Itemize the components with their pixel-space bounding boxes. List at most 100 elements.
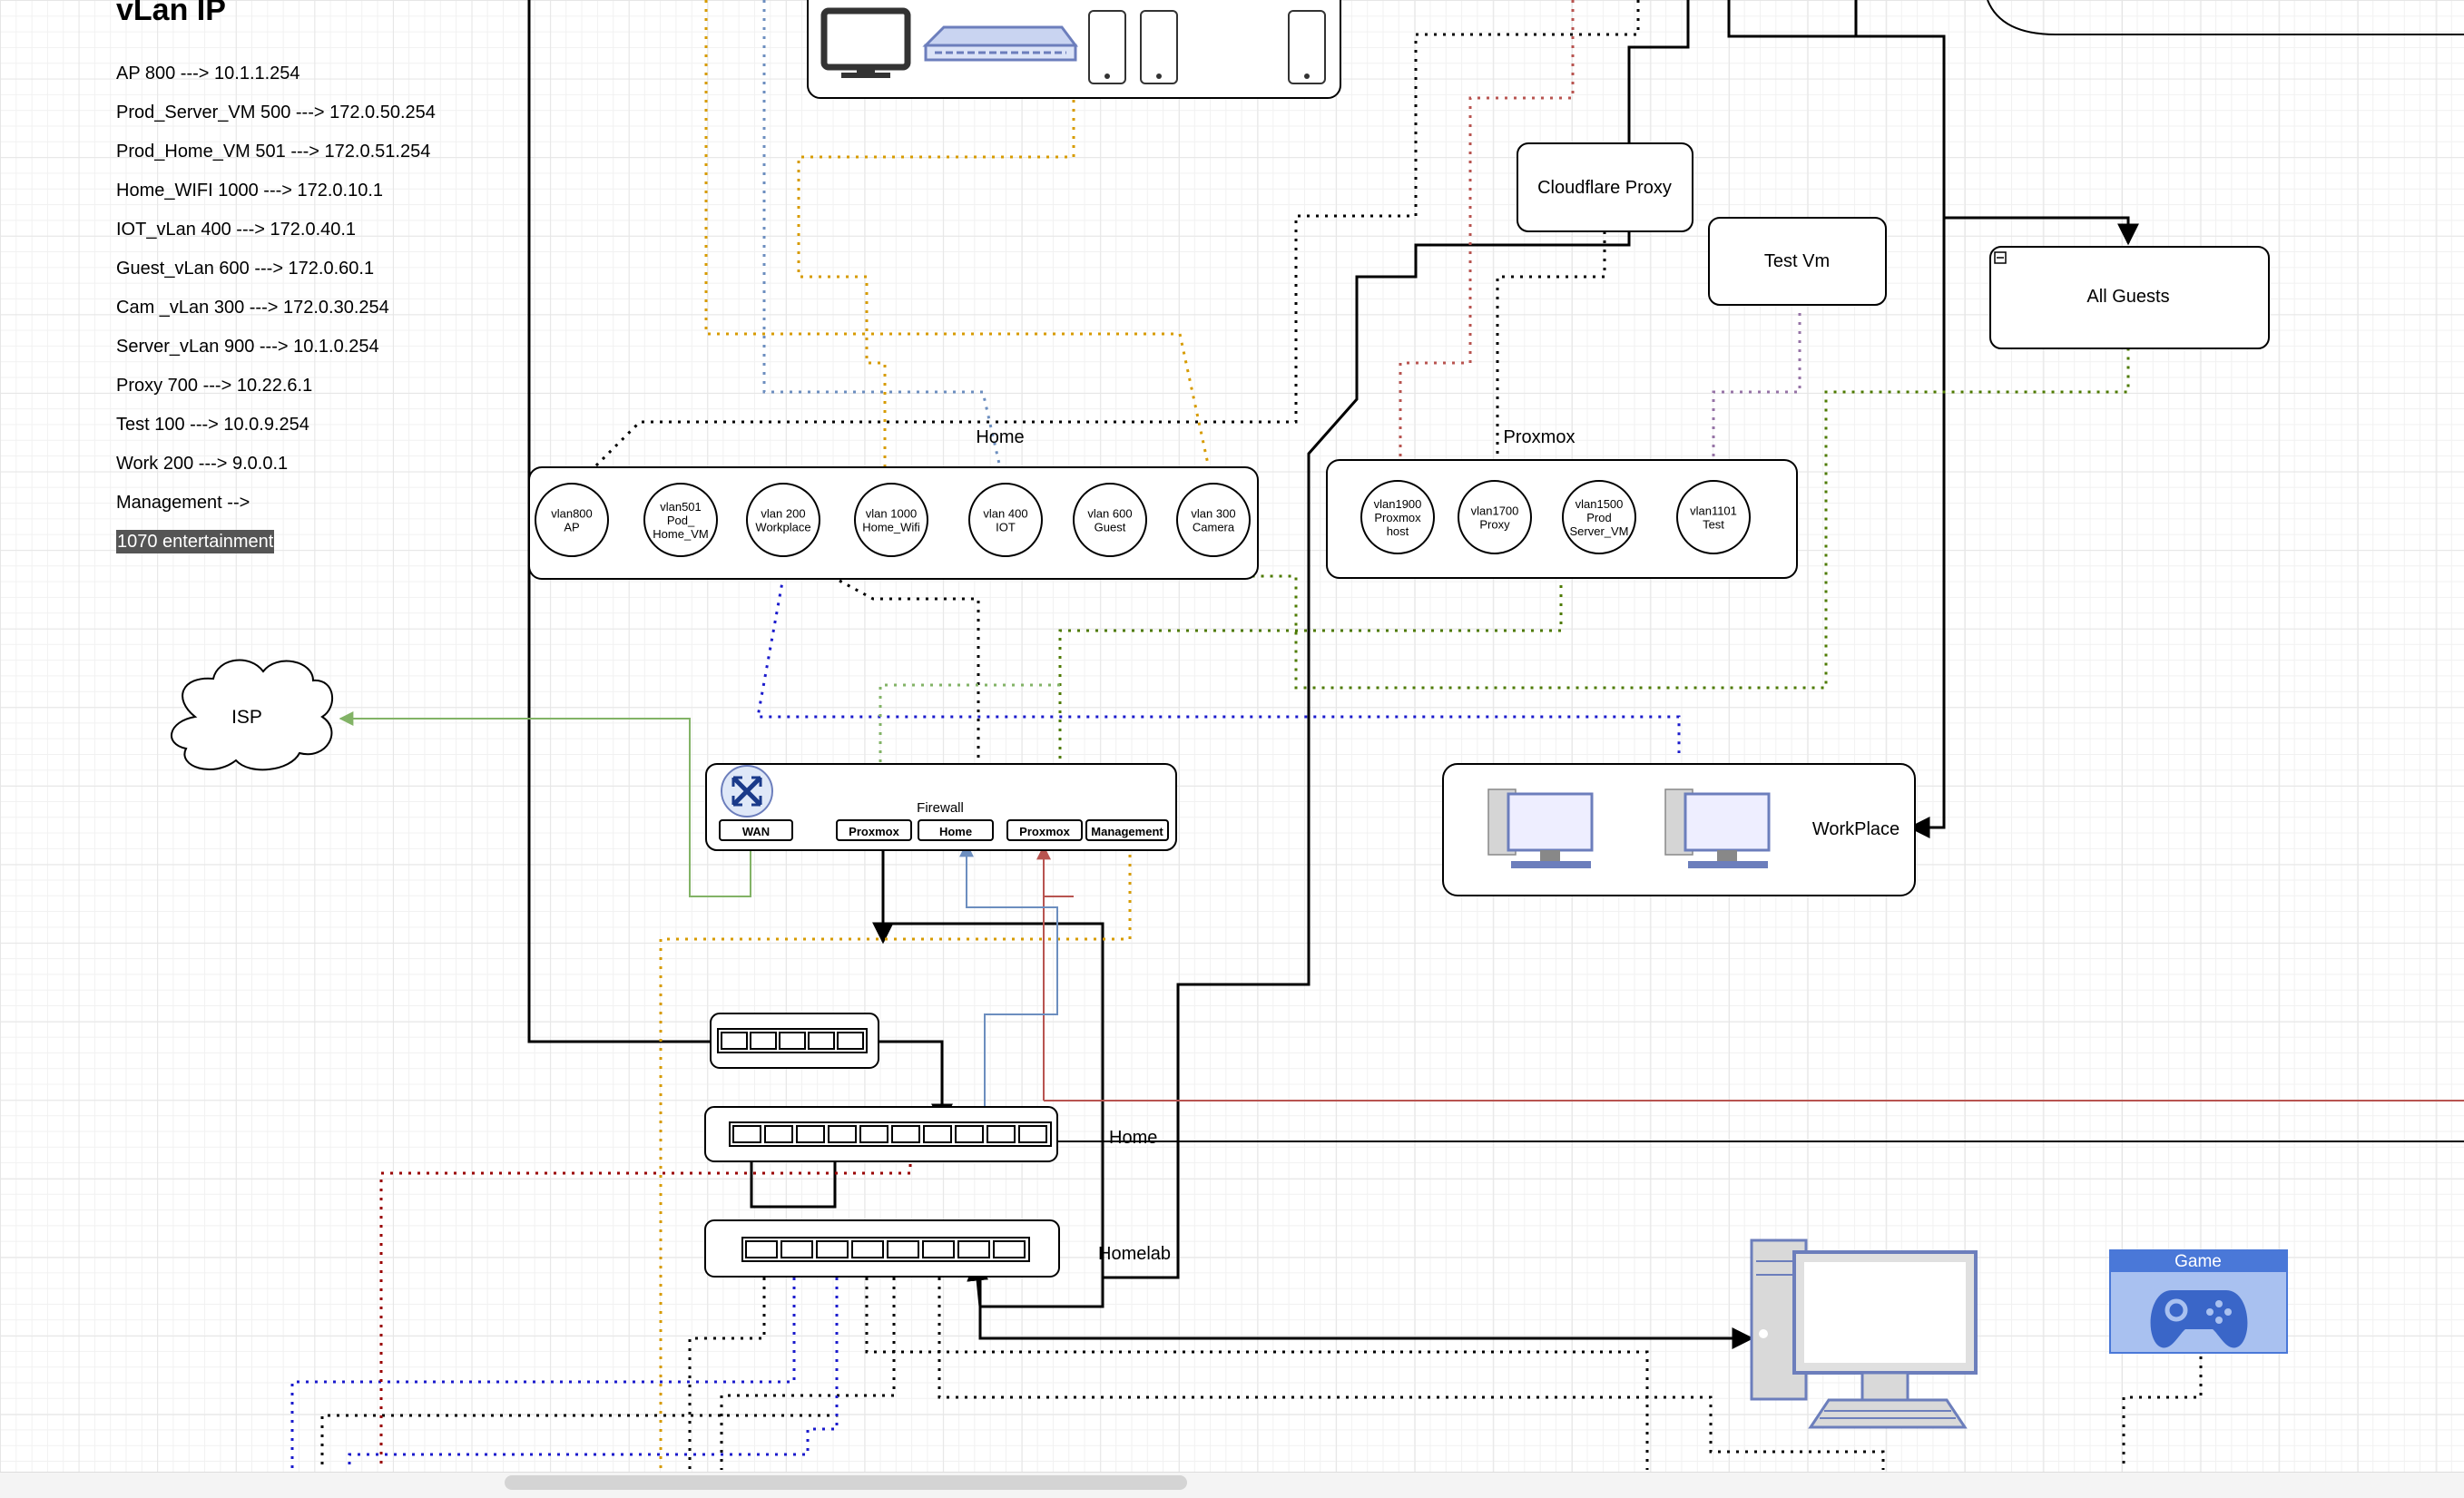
homelab-switch[interactable] bbox=[704, 1219, 1060, 1278]
proxmox-vlan-circle-text: Proxmox bbox=[1374, 511, 1421, 524]
workplace-label: WorkPlace bbox=[1812, 819, 1900, 839]
switch-port[interactable] bbox=[987, 1125, 1016, 1143]
connector-dotted-orange-management bbox=[659, 846, 1132, 1470]
test-vm-box[interactable]: Test Vm bbox=[1708, 217, 1887, 306]
home-vlan-circle-text: vlan 400 bbox=[983, 507, 1027, 521]
connector-dotted-black-game bbox=[2122, 1356, 2203, 1470]
horizontal-scrollbar-thumb[interactable] bbox=[505, 1475, 1187, 1490]
proxmox-vlan-circle-text: Server_VM bbox=[1569, 524, 1628, 538]
proxmox-vlan-circle-text: vlan1900 bbox=[1374, 497, 1422, 511]
home-vlan-circle-text: vlan 200 bbox=[761, 507, 805, 521]
firewall-port[interactable]: Management bbox=[1085, 819, 1169, 841]
cloudflare-proxy-box[interactable]: Cloudflare Proxy bbox=[1517, 142, 1693, 232]
switch-port[interactable] bbox=[764, 1125, 793, 1143]
proxmox-vlan-circle-text: vlan1700 bbox=[1471, 504, 1519, 518]
switch-port[interactable] bbox=[887, 1240, 919, 1258]
connector-top-switch-to-home-switch bbox=[876, 1040, 953, 1126]
desktop-pc-icon[interactable] bbox=[1750, 1239, 1978, 1429]
cloudflare-proxy-label: Cloudflare Proxy bbox=[1537, 178, 1672, 198]
switch-port[interactable] bbox=[828, 1125, 857, 1143]
connector-dotted-red-top bbox=[1399, 0, 1575, 463]
switch-port[interactable] bbox=[732, 1125, 761, 1143]
switch-port[interactable] bbox=[923, 1125, 952, 1143]
connector-dotted-orange-a bbox=[797, 100, 1075, 490]
connector-dotted-purple-test bbox=[1712, 313, 1801, 458]
switch-port[interactable] bbox=[796, 1125, 825, 1143]
firewall-port[interactable]: WAN bbox=[719, 819, 793, 841]
connector-dotted-black-home bbox=[839, 579, 980, 827]
firewall-port-label: Management bbox=[1091, 825, 1163, 838]
switch-port[interactable] bbox=[779, 1032, 806, 1050]
switch-port[interactable] bbox=[1018, 1125, 1047, 1143]
switch-port[interactable] bbox=[955, 1125, 984, 1143]
switch-port[interactable] bbox=[891, 1125, 920, 1143]
switch-port[interactable] bbox=[816, 1240, 849, 1258]
connector-dotted-black-bottom-e bbox=[937, 1268, 1885, 1470]
switch-port[interactable] bbox=[957, 1240, 990, 1258]
switch-port[interactable] bbox=[922, 1240, 955, 1258]
home-group-label: Home bbox=[976, 427, 1024, 447]
connector-dotted-periwinkle-top bbox=[762, 0, 1003, 473]
home-vlan-circle-text: vlan 600 bbox=[1087, 507, 1132, 521]
connector-red-proxmox-port bbox=[1043, 896, 1074, 1101]
phone-icon-3 bbox=[1288, 10, 1326, 84]
vlan-ip-entry: Work 200 ---> 9.0.0.1 bbox=[116, 454, 289, 474]
connector-dotted-black-bottom-b bbox=[320, 1268, 839, 1470]
switch-port[interactable] bbox=[808, 1032, 835, 1050]
isp-cloud[interactable]: ISP bbox=[171, 659, 334, 771]
home-switch[interactable] bbox=[704, 1106, 1058, 1162]
connector-to-all-guests bbox=[1944, 216, 2139, 246]
connector-top-right-bracket bbox=[1727, 0, 1856, 38]
firewall-port-label: Proxmox bbox=[849, 825, 899, 838]
switch-port[interactable] bbox=[780, 1240, 813, 1258]
vlan-ip-entry: AP 800 ---> 10.1.1.254 bbox=[116, 64, 300, 83]
switch-port[interactable] bbox=[859, 1125, 888, 1143]
switch-port[interactable] bbox=[745, 1240, 778, 1258]
firewall-port[interactable]: Home bbox=[918, 819, 994, 841]
connector-dotted-black-bottom-c bbox=[865, 1268, 1649, 1470]
firewall-port[interactable]: Proxmox bbox=[836, 819, 912, 841]
home-vlan-circle-text: Home_Wifi bbox=[862, 521, 920, 534]
vlan-ip-entry: Prod_Server_VM 500 ---> 172.0.50.254 bbox=[116, 103, 436, 122]
connector-dotted-blue-workplace bbox=[756, 566, 1681, 753]
proxmox-vlan-circle-text: Test bbox=[1703, 518, 1724, 532]
firewall-port[interactable]: Proxmox bbox=[1006, 819, 1083, 841]
connector-dotted-black-cloudflare bbox=[1496, 231, 1606, 458]
switch-port[interactable] bbox=[837, 1032, 864, 1050]
switch-port[interactable] bbox=[721, 1032, 748, 1050]
workplace-box[interactable]: WorkPlace bbox=[1442, 763, 1916, 896]
horizontal-scrollbar-track[interactable] bbox=[0, 1472, 2464, 1498]
server-rack-icon bbox=[922, 25, 1078, 62]
switch-port[interactable] bbox=[993, 1240, 1026, 1258]
connector-dotted-blue-b bbox=[290, 1268, 796, 1470]
game-console-box[interactable]: Game bbox=[2109, 1249, 2288, 1354]
legend-title: vLan IP bbox=[116, 0, 226, 27]
connector-home-switch-to-pc bbox=[978, 1270, 1754, 1349]
all-guests-box[interactable]: All Guests bbox=[1989, 246, 2270, 349]
switch-port[interactable] bbox=[851, 1240, 884, 1258]
connector-dotted-blue-c bbox=[348, 1268, 839, 1470]
firewall-port-label: Home bbox=[939, 825, 972, 838]
top-switch[interactable] bbox=[710, 1013, 879, 1069]
connector-to-workplace bbox=[1854, 0, 1946, 838]
home-vlan-circle-text: Home_VM bbox=[653, 527, 708, 541]
switch-port[interactable] bbox=[750, 1032, 777, 1050]
vlan-ip-entry: Cam _vLan 300 ---> 172.0.30.254 bbox=[116, 298, 389, 318]
desktop-computer-icon-1 bbox=[1487, 788, 1594, 868]
proxmox-vlan-circle-text: Prod bbox=[1586, 511, 1611, 524]
monitor-icon bbox=[820, 7, 911, 78]
